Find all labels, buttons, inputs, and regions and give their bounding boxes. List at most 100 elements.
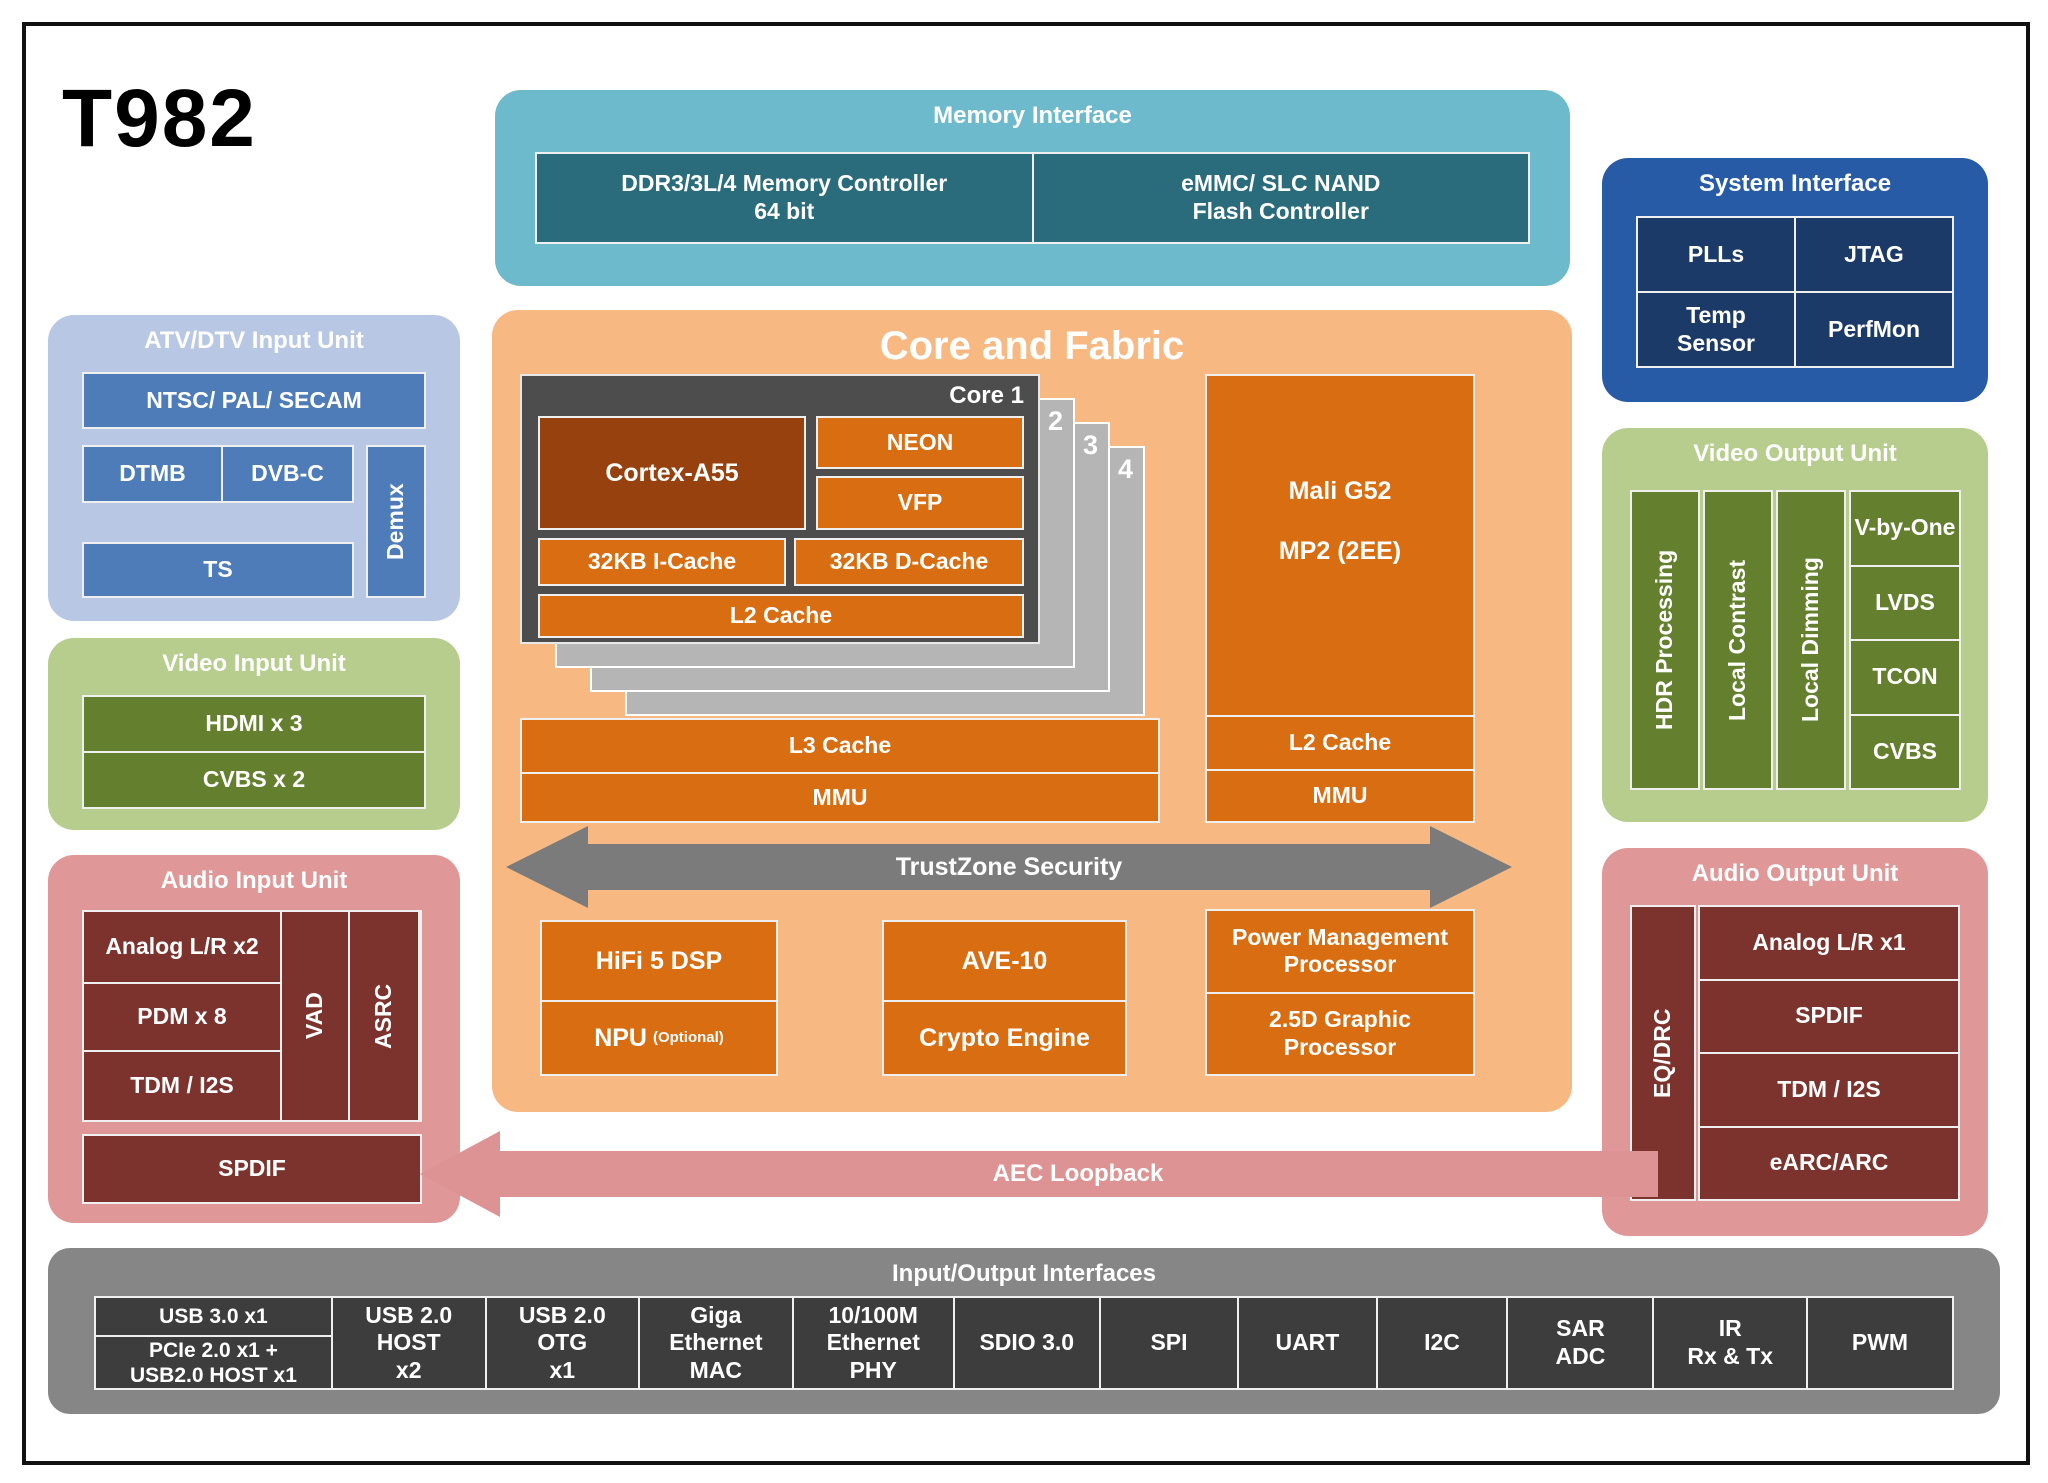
aec-loopback-arrow: AEC Loopback bbox=[498, 1151, 1658, 1197]
audio-input-title: Audio Input Unit bbox=[160, 867, 348, 894]
memory-interface-panel: Memory Interface DDR3/3L/4 Memory Contro… bbox=[495, 90, 1570, 286]
spdif-out-block: SPDIF bbox=[1700, 980, 1958, 1052]
plls-block: PLLs bbox=[1638, 218, 1794, 291]
v-by-one-block: V-by-One bbox=[1851, 492, 1959, 565]
giga-ethernet-mac-block: Giga Ethernet MAC bbox=[640, 1298, 792, 1388]
analog-lr-out-block: Analog L/R x1 bbox=[1700, 907, 1958, 979]
usb3-pcie-block: USB 3.0 x1 PCIe 2.0 x1 + USB2.0 HOST x1 bbox=[96, 1298, 331, 1388]
npu-optional-label: (Optional) bbox=[652, 1029, 724, 1046]
trustzone-arrow: TrustZone Security bbox=[586, 844, 1432, 890]
pwm-block: PWM bbox=[1808, 1298, 1952, 1388]
core-l2-cache-block: L2 Cache bbox=[538, 594, 1024, 638]
jtag-block: JTAG bbox=[1796, 218, 1952, 291]
aux-processor-stack: Power Management Processor 2.5D Graphic … bbox=[1205, 909, 1475, 1076]
ir-rx-tx-block: IR Rx & Tx bbox=[1654, 1298, 1806, 1388]
trustzone-label: TrustZone Security bbox=[895, 852, 1123, 881]
mali-g52-line2: MP2 (2EE) bbox=[1278, 537, 1402, 565]
system-cells: PLLs JTAG Temp Sensor PerfMon bbox=[1636, 216, 1954, 368]
video-output-ports: V-by-One LVDS TCON CVBS bbox=[1849, 490, 1961, 790]
mali-g52-block: Mali G52 MP2 (2EE) bbox=[1207, 376, 1473, 715]
tcon-block: TCON bbox=[1851, 641, 1959, 714]
perfmon-block: PerfMon bbox=[1796, 293, 1952, 366]
pcie-block: PCIe 2.0 x1 + USB2.0 HOST x1 bbox=[96, 1337, 331, 1388]
earc-arc-block: eARC/ARC bbox=[1700, 1127, 1958, 1199]
video-output-title: Video Output Unit bbox=[1693, 440, 1897, 467]
memory-interface-title: Memory Interface bbox=[933, 102, 1132, 129]
cvbs-out-block: CVBS bbox=[1851, 715, 1959, 788]
usb2-otg-block: USB 2.0 OTG x1 bbox=[486, 1298, 639, 1388]
l3-mmu-stack: L3 Cache MMU bbox=[520, 718, 1160, 823]
system-interface-title: System Interface bbox=[1698, 170, 1892, 197]
npu-label: NPU bbox=[594, 1024, 647, 1052]
cortex-a55-block: Cortex-A55 bbox=[538, 416, 806, 530]
core1-block: Core 1 Cortex-A55 NEON VFP 32KB I-Cache … bbox=[520, 374, 1040, 644]
video-output-panel: Video Output Unit HDR Processing Local C… bbox=[1602, 428, 1988, 822]
hdmi-block: HDMI x 3 bbox=[84, 697, 424, 751]
spdif-in-block: SPDIF bbox=[82, 1134, 422, 1204]
vad-block: VAD bbox=[282, 912, 348, 1120]
video-input-title: Video Input Unit bbox=[162, 650, 346, 677]
hifi5-dsp-block: HiFi 5 DSP bbox=[542, 922, 776, 1000]
usb3-block: USB 3.0 x1 bbox=[96, 1298, 331, 1336]
io-interfaces-panel: Input/Output Interfaces USB 3.0 x1 PCIe … bbox=[48, 1248, 2000, 1414]
gpu-mmu-block: MMU bbox=[1207, 771, 1473, 821]
spi-block: SPI bbox=[1100, 1298, 1238, 1388]
emmc-nand-controller-block: eMMC/ SLC NAND Flash Controller bbox=[1033, 154, 1528, 242]
neon-block: NEON bbox=[816, 416, 1024, 469]
ave10-block: AVE-10 bbox=[884, 922, 1125, 1000]
uart-block: UART bbox=[1239, 1298, 1376, 1388]
sar-adc-block: SAR ADC bbox=[1508, 1298, 1653, 1388]
chip-title: T982 bbox=[62, 73, 257, 164]
video-engine-stack: AVE-10 Crypto Engine bbox=[882, 920, 1127, 1076]
local-contrast-block: Local Contrast bbox=[1703, 490, 1773, 790]
core-and-fabric-panel: Core and Fabric 4 3 2 Core 1 Cortex-A55 … bbox=[492, 310, 1572, 1112]
asrc-block: ASRC bbox=[350, 912, 418, 1120]
l3-cache-block: L3 Cache bbox=[522, 720, 1158, 772]
gpu-l2-cache-block: L2 Cache bbox=[1207, 717, 1473, 769]
aec-loopback-label: AEC Loopback bbox=[992, 1160, 1164, 1187]
tdm-i2s-in-block: TDM / I2S bbox=[84, 1052, 280, 1120]
dtmb-block: DTMB bbox=[84, 447, 221, 501]
core1-label: Core 1 bbox=[949, 382, 1024, 409]
gpu-stack: Mali G52 MP2 (2EE) L2 Cache MMU bbox=[1205, 374, 1475, 823]
dsp-stack: HiFi 5 DSP NPU (Optional) bbox=[540, 920, 778, 1076]
vfp-block: VFP bbox=[816, 476, 1024, 530]
demux-block: Demux bbox=[366, 445, 426, 598]
icache-block: 32KB I-Cache bbox=[538, 538, 786, 586]
system-interface-panel: System Interface PLLs JTAG Temp Sensor P… bbox=[1602, 158, 1988, 402]
ethernet-phy-block: 10/100M Ethernet PHY bbox=[793, 1298, 953, 1388]
audio-input-panel: Audio Input Unit Analog L/R x2 PDM x 8 T… bbox=[48, 855, 460, 1223]
pdm-block: PDM x 8 bbox=[84, 984, 280, 1050]
dvb-c-block: DVB-C bbox=[223, 447, 352, 501]
i2c-block: I2C bbox=[1377, 1298, 1507, 1388]
core-and-fabric-title: Core and Fabric bbox=[879, 324, 1185, 368]
audio-output-title: Audio Output Unit bbox=[1691, 860, 1899, 887]
io-cells: USB 3.0 x1 PCIe 2.0 x1 + USB2.0 HOST x1 … bbox=[94, 1296, 1954, 1390]
ddr-controller-block: DDR3/3L/4 Memory Controller 64 bit bbox=[537, 154, 1032, 242]
atv-dtv-title: ATV/DTV Input Unit bbox=[144, 327, 364, 354]
npu-block: NPU (Optional) bbox=[542, 1002, 776, 1074]
ntsc-pal-secam-block: NTSC/ PAL/ SECAM bbox=[82, 372, 426, 429]
analog-lr-in-block: Analog L/R x2 bbox=[84, 912, 280, 982]
tdm-i2s-out-block: TDM / I2S bbox=[1700, 1054, 1958, 1126]
audio-output-ports: Analog L/R x1 SPDIF TDM / I2S eARC/ARC bbox=[1698, 905, 1960, 1201]
atv-dtv-input-panel: ATV/DTV Input Unit NTSC/ PAL/ SECAM DTMB… bbox=[48, 315, 460, 621]
dcache-block: 32KB D-Cache bbox=[794, 538, 1024, 586]
video-input-cells: HDMI x 3 CVBS x 2 bbox=[82, 695, 426, 809]
video-input-panel: Video Input Unit HDMI x 3 CVBS x 2 bbox=[48, 638, 460, 830]
audio-input-cells: Analog L/R x2 PDM x 8 TDM / I2S VAD ASRC bbox=[82, 910, 422, 1122]
sdio-block: SDIO 3.0 bbox=[954, 1298, 1099, 1388]
cpu-mmu-block: MMU bbox=[522, 774, 1158, 821]
demod-cells: DTMB DVB-C bbox=[82, 445, 354, 503]
crypto-engine-block: Crypto Engine bbox=[884, 1002, 1125, 1074]
cvbs-in-block: CVBS x 2 bbox=[84, 753, 424, 807]
graphic-25d-processor-block: 2.5D Graphic Processor bbox=[1207, 993, 1473, 1074]
trustzone-left-arrowhead bbox=[506, 826, 588, 908]
memory-cells: DDR3/3L/4 Memory Controller 64 bit eMMC/… bbox=[535, 152, 1530, 244]
hdr-processing-block: HDR Processing bbox=[1630, 490, 1700, 790]
trustzone-right-arrowhead bbox=[1430, 826, 1512, 908]
ts-block: TS bbox=[82, 542, 354, 598]
power-management-processor-block: Power Management Processor bbox=[1207, 911, 1473, 992]
mali-g52-line1: Mali G52 bbox=[1288, 477, 1392, 505]
